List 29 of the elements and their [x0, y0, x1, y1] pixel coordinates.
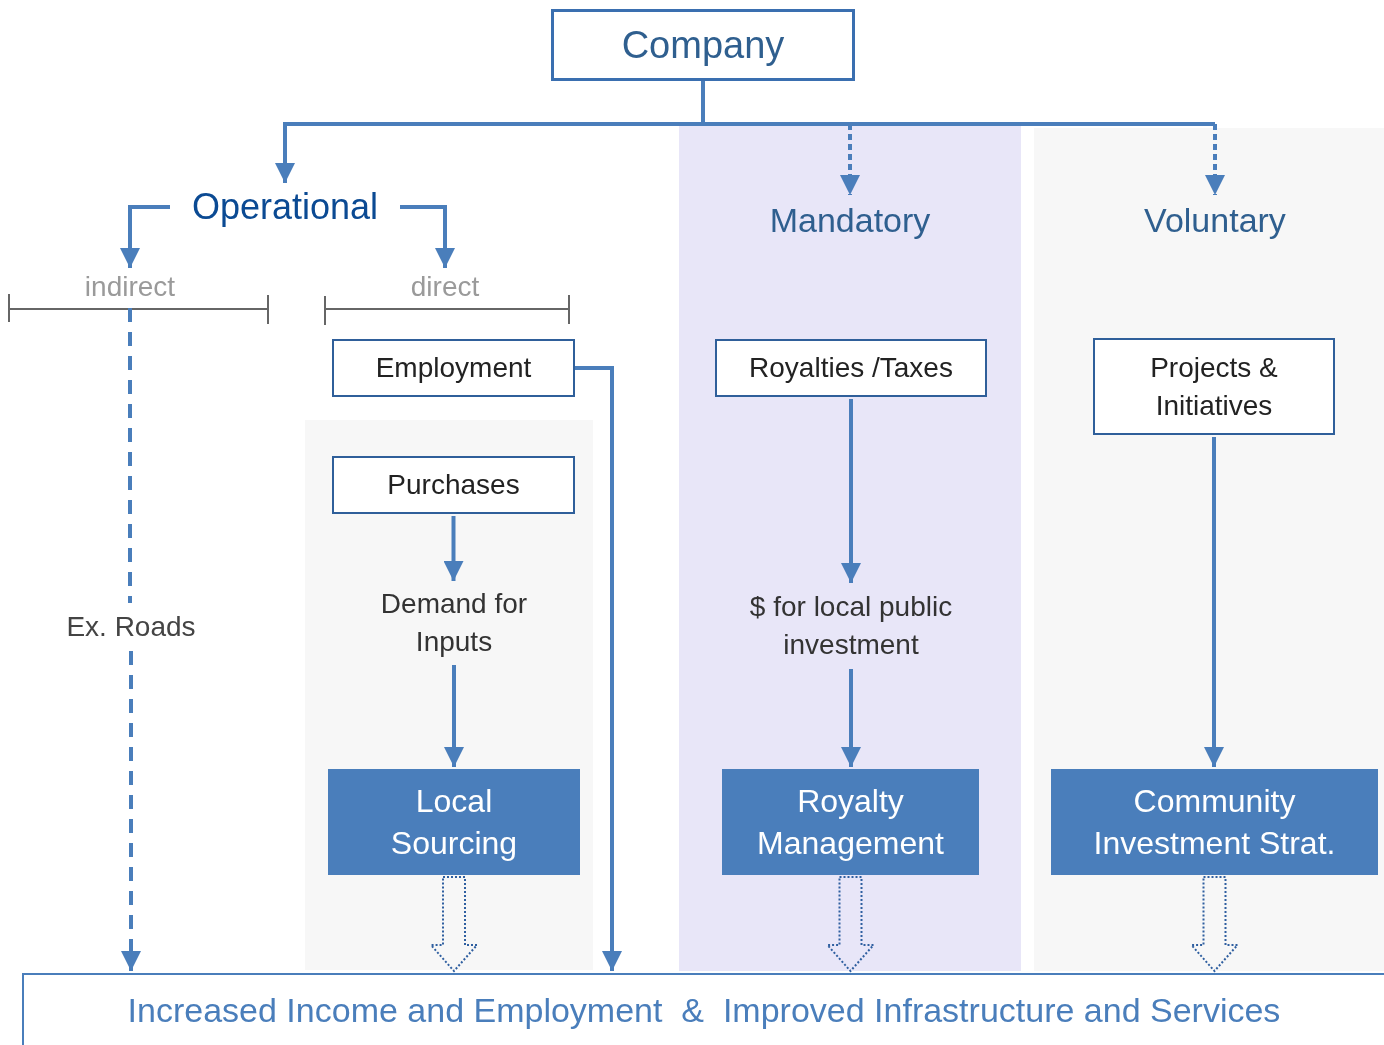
bracket-label: indirect — [55, 268, 205, 306]
hollow-arrow — [428, 876, 480, 973]
process-box: Projects & Initiatives — [1093, 338, 1335, 435]
flow-text: Demand for Inputs — [345, 583, 563, 663]
category-label: Voluntary — [1100, 195, 1330, 245]
outcome-band: Increased Income and Employment & Improved Infrastructure and Services — [22, 973, 1384, 1045]
result-box: Local Sourcing — [328, 769, 580, 875]
bracket-label: direct — [385, 268, 505, 306]
arrow — [841, 669, 861, 767]
result-box: Royalty Management — [722, 769, 979, 875]
arrow — [443, 516, 464, 581]
arrow — [400, 205, 455, 268]
company-box: Company — [551, 9, 855, 81]
arrow — [120, 205, 170, 268]
arrow — [575, 366, 622, 971]
process-box: Employment — [332, 339, 575, 397]
hollow-arrow — [1189, 876, 1240, 973]
flow-text: $ for local public investment — [708, 585, 994, 667]
arrow — [841, 399, 861, 583]
arrow — [1204, 437, 1224, 767]
result-box: Community Investment Strat. — [1051, 769, 1378, 875]
process-box: Purchases — [332, 456, 575, 514]
arrow — [444, 665, 464, 767]
arrow — [121, 651, 141, 971]
process-box: Royalties /Taxes — [715, 339, 987, 397]
category-label: Mandatory — [730, 195, 970, 245]
example-text: Ex. Roads — [52, 605, 210, 649]
hollow-arrow — [825, 876, 876, 973]
category-label: Operational — [170, 183, 400, 231]
